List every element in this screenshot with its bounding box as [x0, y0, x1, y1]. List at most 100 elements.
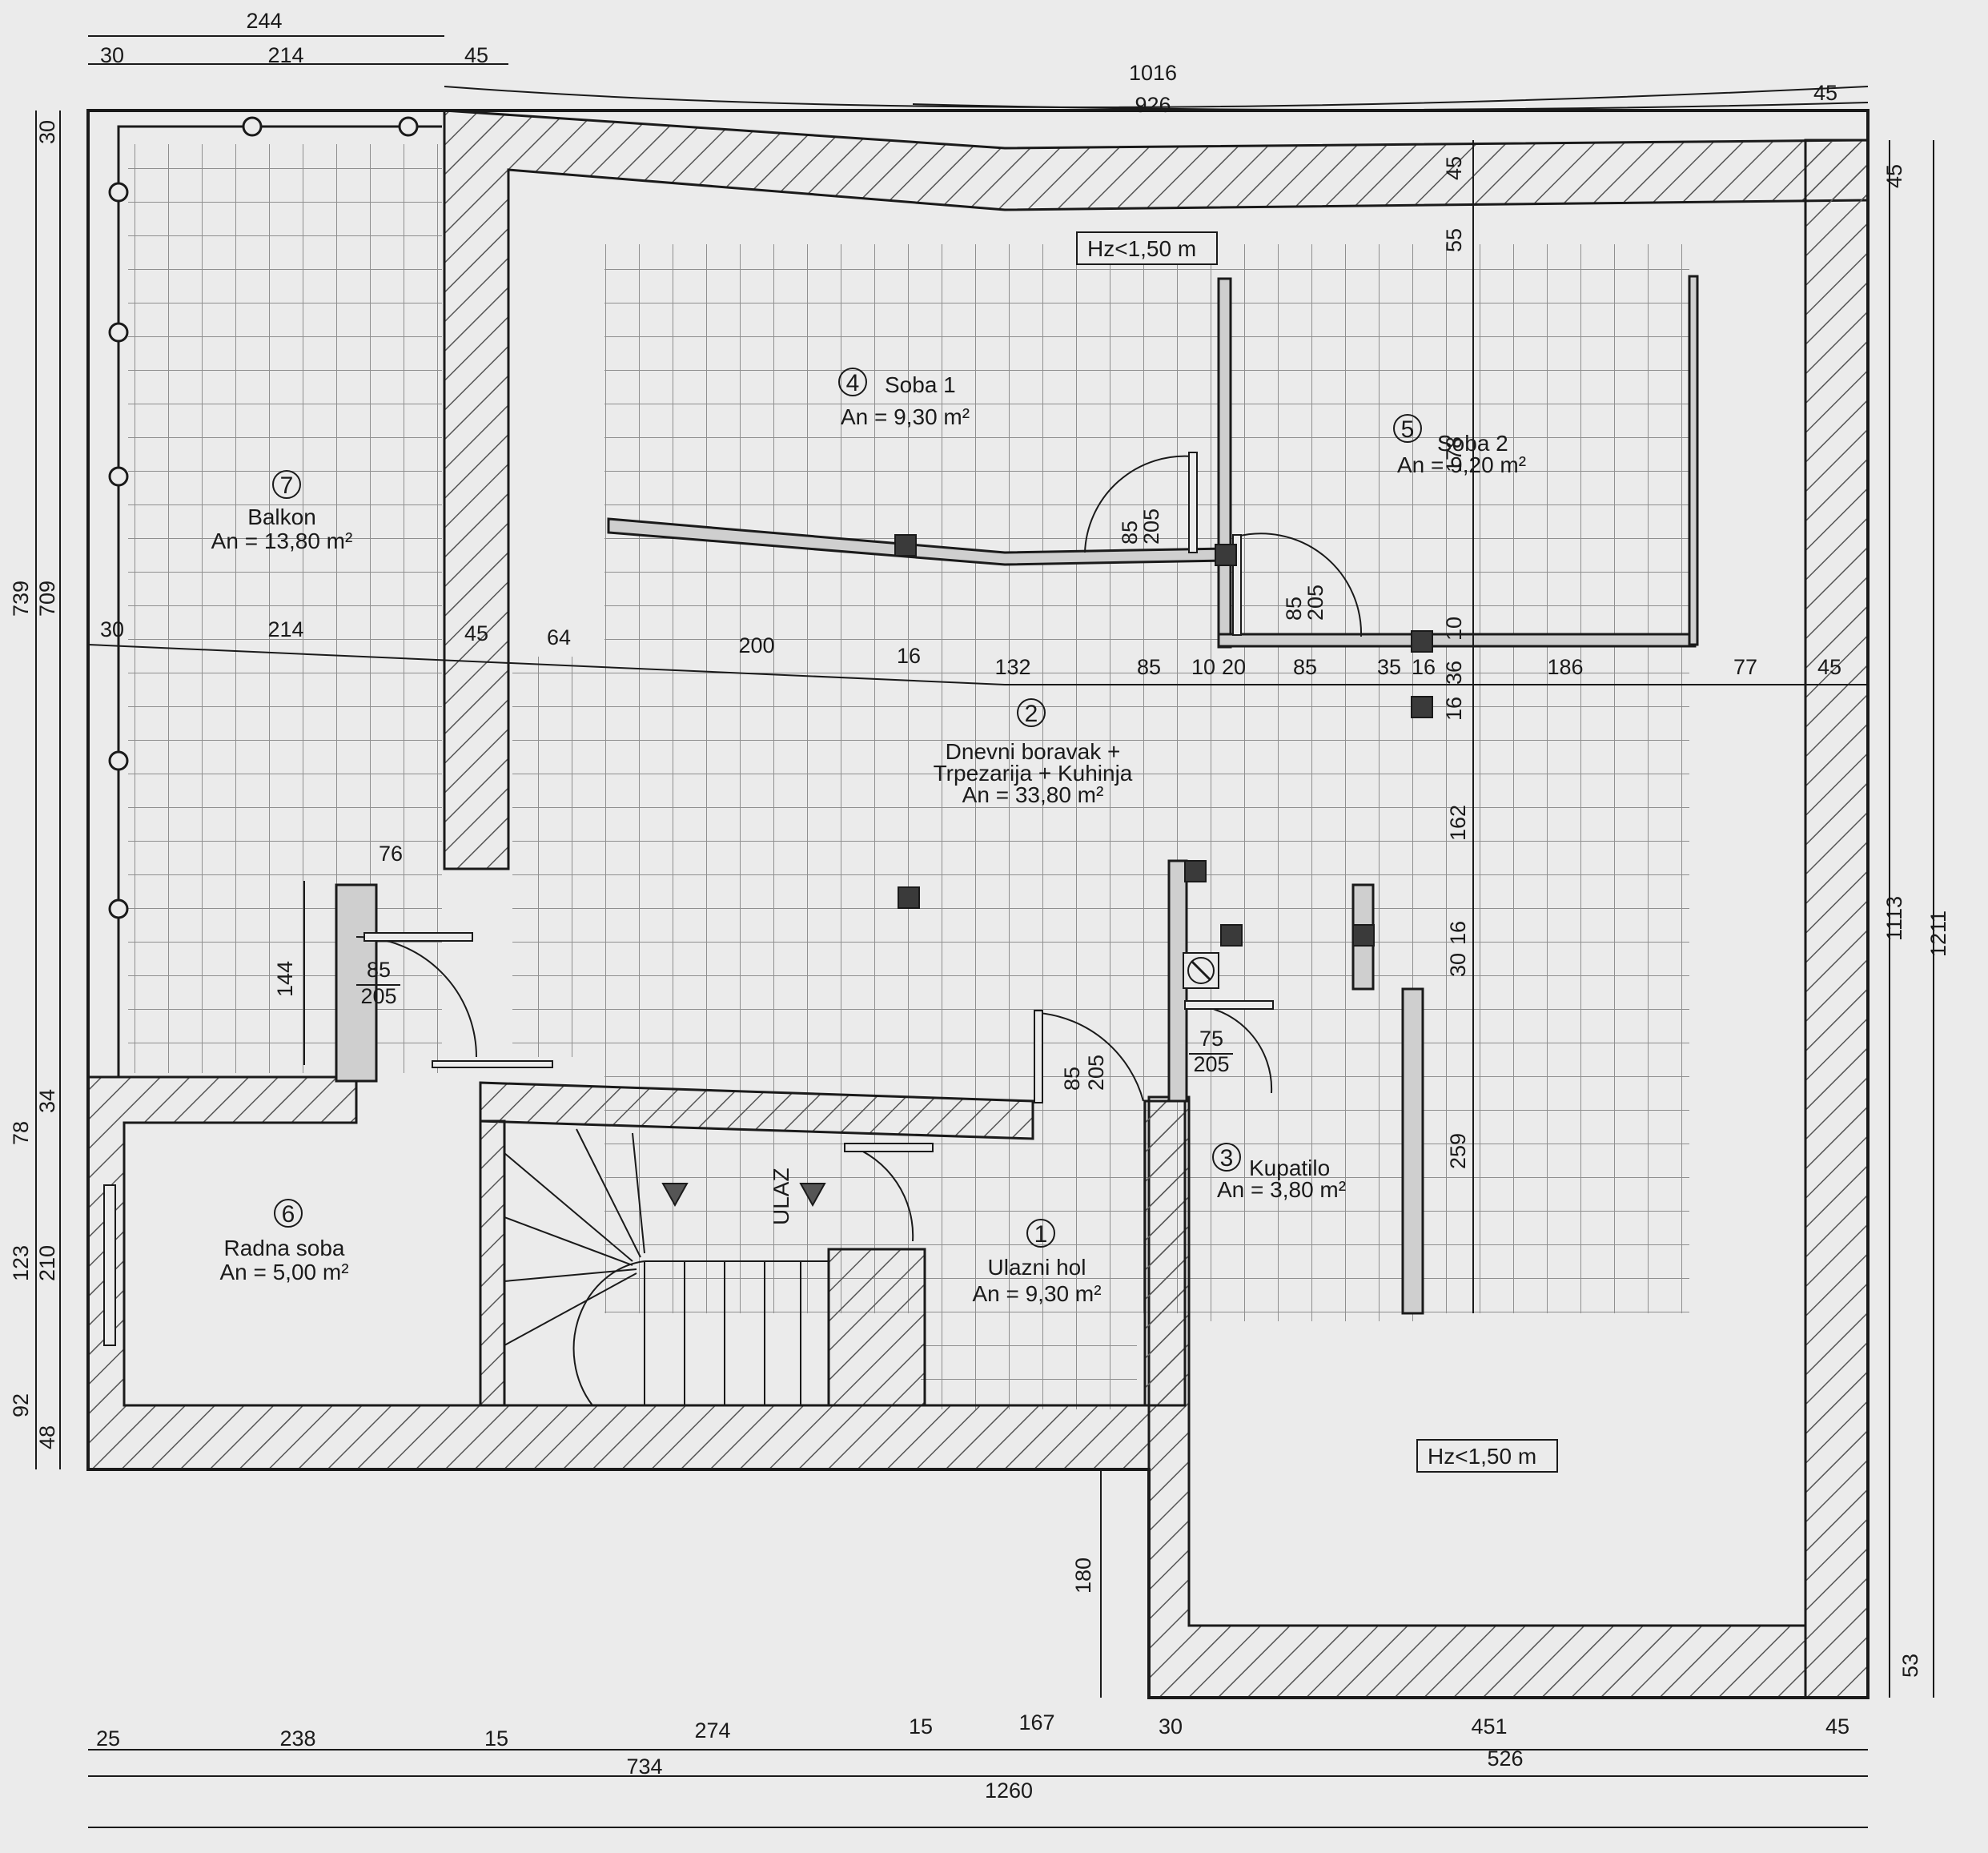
svg-text:48: 48: [35, 1425, 59, 1449]
dimension-lines: [35, 35, 1934, 1828]
window-sill: [432, 1060, 553, 1068]
svg-text:An = 13,80 m²: An = 13,80 m²: [211, 529, 353, 553]
svg-text:An = 9,20 m²: An = 9,20 m²: [1397, 452, 1526, 477]
svg-text:1211: 1211: [1926, 910, 1950, 957]
svg-text:274: 274: [694, 1718, 730, 1742]
svg-text:64: 64: [547, 625, 571, 649]
svg-text:238: 238: [279, 1726, 315, 1751]
stair-core-wall: [827, 1248, 926, 1407]
study-window: [103, 1184, 116, 1346]
svg-text:10: 10: [1191, 655, 1215, 679]
entrance-label: ULAZ: [769, 1168, 793, 1225]
svg-text:Ulazni hol: Ulazni hol: [988, 1255, 1086, 1280]
fan-icon: [1183, 952, 1219, 989]
tiled-floors: [128, 144, 1689, 1409]
svg-text:167: 167: [1018, 1710, 1054, 1734]
svg-text:244: 244: [246, 9, 282, 33]
svg-text:200: 200: [738, 633, 774, 657]
svg-text:An = 33,80 m²: An = 33,80 m²: [962, 782, 1104, 807]
svg-text:210: 210: [35, 1245, 59, 1281]
svg-text:85: 85: [1293, 655, 1317, 679]
entrance-arrow-icon: [799, 1183, 826, 1208]
staircase-top-wall: [479, 1081, 1034, 1140]
svg-text:16: 16: [897, 644, 921, 668]
svg-text:6: 6: [282, 1201, 295, 1228]
svg-text:15: 15: [909, 1714, 933, 1738]
room-label-2: 2 Dnevni boravak + Trpezarija + Kuhinja …: [934, 698, 1133, 807]
svg-text:178: 178: [1442, 436, 1466, 472]
svg-text:Trpezarija + Kuhinja: Trpezarija + Kuhinja: [934, 761, 1133, 786]
svg-text:5: 5: [1401, 416, 1415, 443]
door-size-soba1: 85 205: [1118, 508, 1163, 545]
height-note-top: Hz<1,50 m: [1076, 231, 1218, 265]
svg-text:76: 76: [379, 842, 403, 866]
svg-text:123: 123: [9, 1245, 33, 1281]
dimension-labels: 244 30 214 45 1016 926 45 30 214 45 64 2…: [9, 9, 1950, 1803]
svg-text:30: 30: [1446, 953, 1470, 977]
svg-text:Kupatilo: Kupatilo: [1249, 1156, 1330, 1180]
balcony-door-wall: [335, 883, 378, 1083]
svg-text:259: 259: [1446, 1133, 1470, 1169]
room-number-4: [838, 368, 867, 396]
svg-text:10: 10: [1442, 617, 1466, 641]
svg-text:34: 34: [35, 1089, 59, 1113]
svg-text:Dnevni boravak +: Dnevni boravak +: [946, 739, 1121, 764]
svg-text:Hz<1,50 m: Hz<1,50 m: [1087, 236, 1196, 261]
svg-text:205: 205: [1303, 585, 1327, 621]
room-number-5: [1393, 414, 1422, 443]
door-size-balcony: 85 205: [356, 958, 400, 1008]
svg-text:85: 85: [1060, 1067, 1084, 1091]
svg-text:926: 926: [1135, 93, 1171, 117]
staircase-left-wall: [479, 1119, 506, 1407]
svg-text:85: 85: [1137, 655, 1161, 679]
svg-text:3: 3: [1220, 1145, 1234, 1172]
svg-text:15: 15: [484, 1726, 508, 1751]
svg-text:85: 85: [367, 958, 391, 982]
svg-text:1016: 1016: [1129, 61, 1177, 85]
svg-text:709: 709: [35, 581, 59, 617]
svg-text:132: 132: [994, 655, 1030, 679]
svg-text:45: 45: [1882, 164, 1906, 188]
svg-text:Balkon: Balkon: [247, 504, 316, 529]
svg-text:16: 16: [1442, 697, 1466, 721]
svg-text:75: 75: [1199, 1027, 1223, 1051]
svg-text:205: 205: [360, 984, 396, 1008]
svg-text:2: 2: [1025, 701, 1038, 727]
svg-text:85: 85: [1118, 521, 1142, 545]
svg-text:30: 30: [35, 120, 59, 144]
room-number-6: [274, 1199, 303, 1228]
room-label-1: 1 Ulazni hol An = 9,30 m²: [972, 1219, 1102, 1306]
svg-text:734: 734: [626, 1755, 662, 1779]
column-markers: [894, 534, 1433, 947]
svg-text:55: 55: [1442, 228, 1466, 252]
svg-text:1: 1: [1034, 1221, 1048, 1248]
room-label-4: 4 Soba 1 An = 9,30 m²: [838, 368, 970, 429]
top-wall: [443, 109, 1870, 870]
soba1-door-arc: [1084, 455, 1194, 553]
svg-text:20: 20: [1222, 655, 1246, 679]
svg-text:An = 9,30 m²: An = 9,30 m²: [841, 404, 970, 429]
right-wall: [1804, 139, 1870, 1699]
svg-text:35: 35: [1377, 655, 1401, 679]
svg-text:7: 7: [280, 472, 294, 499]
svg-text:An = 3,80 m²: An = 3,80 m²: [1217, 1177, 1346, 1202]
svg-text:45: 45: [1817, 655, 1841, 679]
outline: [86, 109, 1870, 1699]
hall-door-arc: [1038, 1012, 1144, 1102]
svg-text:An = 9,30 m²: An = 9,30 m²: [972, 1281, 1101, 1306]
svg-text:45: 45: [1825, 1714, 1849, 1738]
svg-text:1113: 1113: [1882, 896, 1906, 941]
svg-text:162: 162: [1446, 805, 1470, 841]
room-label-6: 6 Radna soba An = 5,00 m²: [219, 1199, 349, 1284]
bath-right-wall: [1401, 987, 1424, 1315]
hall-right-wall: [1143, 1099, 1187, 1407]
svg-text:25: 25: [96, 1726, 120, 1751]
svg-text:205: 205: [1139, 508, 1163, 545]
svg-text:16: 16: [1412, 655, 1436, 679]
svg-text:739: 739: [9, 581, 33, 617]
svg-text:Radna soba: Radna soba: [223, 1236, 344, 1260]
svg-text:78: 78: [9, 1121, 33, 1145]
svg-text:45: 45: [1813, 81, 1837, 105]
svg-text:85: 85: [1282, 597, 1306, 621]
